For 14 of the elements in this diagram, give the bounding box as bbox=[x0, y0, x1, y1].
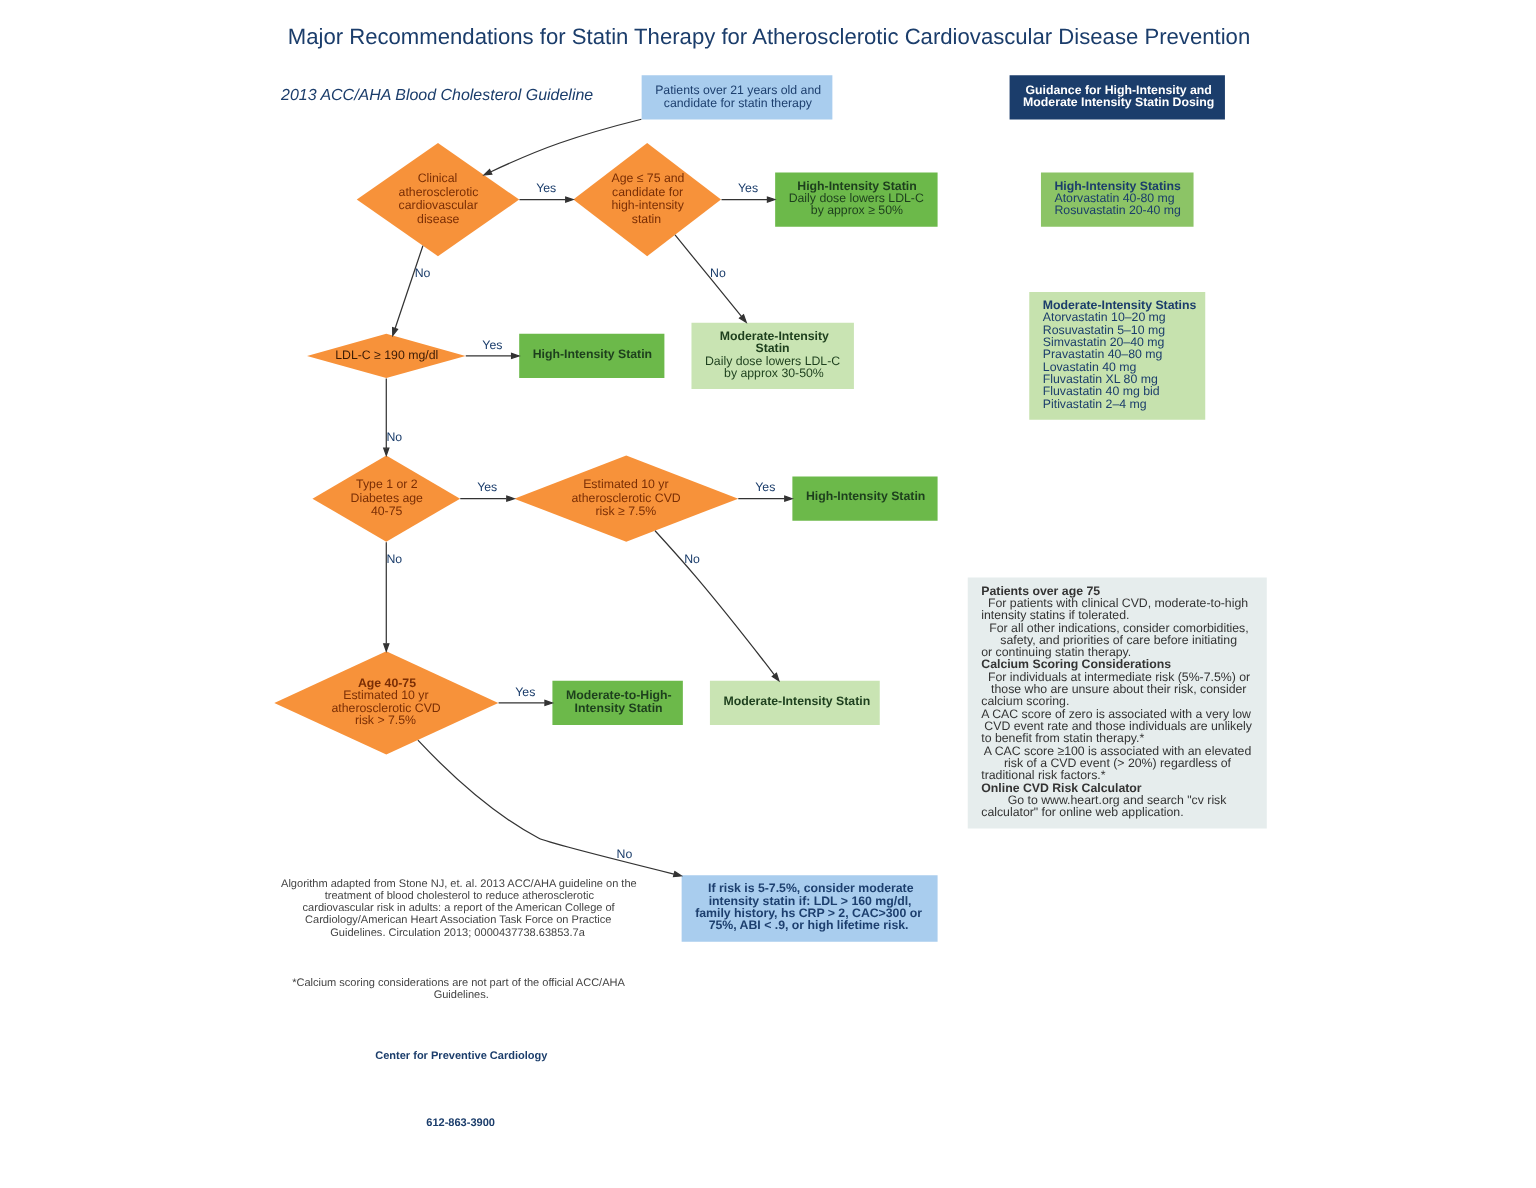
arrow bbox=[496, 699, 554, 707]
arrow bbox=[719, 196, 776, 204]
arrow bbox=[416, 739, 683, 878]
arrow bbox=[381, 377, 389, 458]
arrow bbox=[736, 495, 793, 503]
arrow bbox=[653, 530, 779, 683]
arrow bbox=[517, 196, 574, 204]
arrow bbox=[464, 352, 520, 360]
arrow bbox=[381, 541, 389, 654]
arrow bbox=[458, 495, 516, 503]
diagram-title: Major Recommendations for Statin Therapy for Atherosclerotic Cardiovascular Disease Prevention bbox=[286, 25, 1250, 50]
arrow bbox=[481, 118, 641, 176]
arrow bbox=[673, 234, 747, 324]
arrow bbox=[391, 245, 423, 338]
